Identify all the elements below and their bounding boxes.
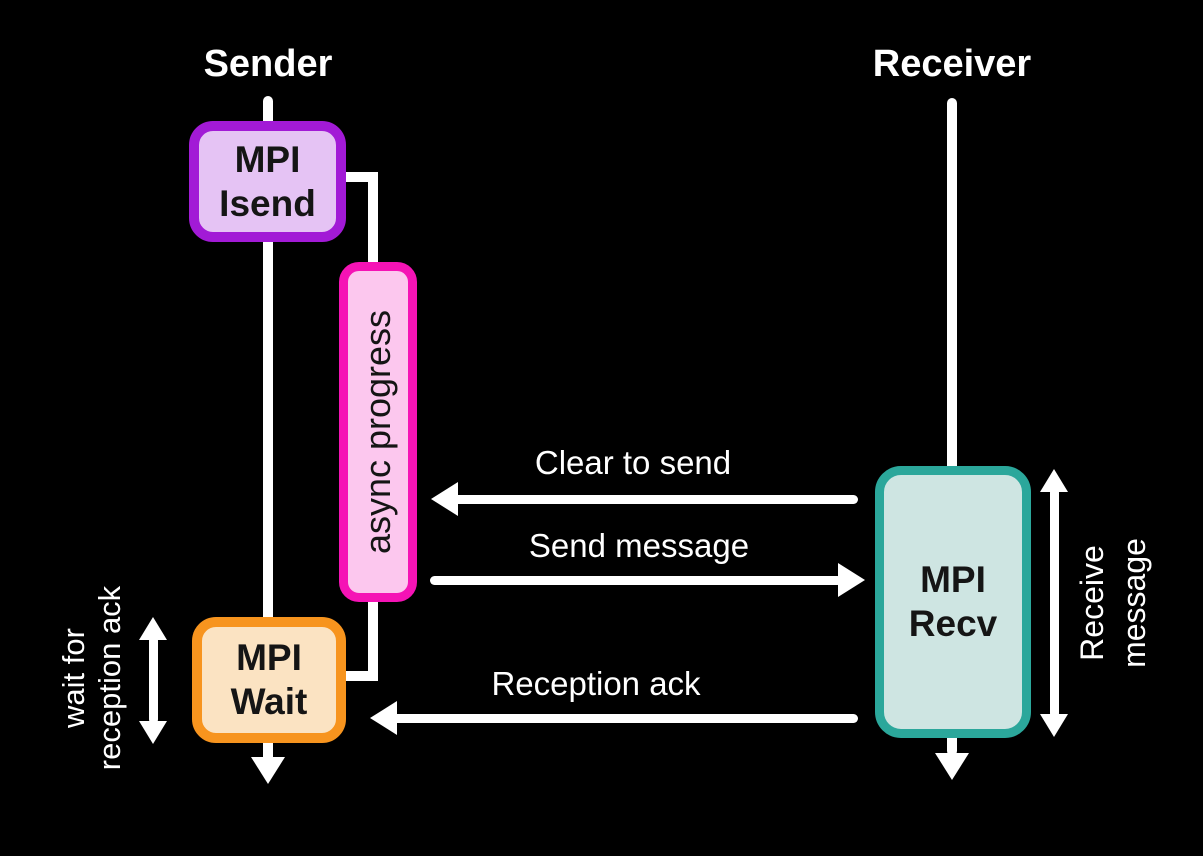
receive-annotation-line2: message [1116, 538, 1152, 668]
receiver-title: Receiver [872, 43, 1032, 85]
wait-annotation-line2: reception ack [92, 585, 127, 771]
clear-to-send-arrowhead-icon [431, 482, 458, 516]
mpi-wait-box: MPI Wait [192, 617, 346, 743]
receive-annotation-line1: Receive [1074, 545, 1110, 661]
sender-title: Sender [203, 43, 333, 85]
wait-duration-arrow-line [149, 636, 158, 724]
receive-duration-arrow-line [1050, 488, 1059, 718]
async-progress-box: async progress [339, 262, 417, 602]
mpi-isend-label-line1: MPI [234, 138, 301, 180]
wait-duration-arrowhead-up-icon [139, 617, 167, 640]
receive-duration-arrowhead-down-icon [1040, 714, 1068, 737]
receiver-lifeline [947, 98, 957, 756]
connector-isend-to-async-vertical [368, 172, 378, 272]
reception-ack-arrow-line [390, 714, 858, 723]
receiver-lifeline-arrowhead-icon [935, 753, 969, 780]
sender-lifeline-arrowhead-icon [251, 757, 285, 784]
wait-duration-arrowhead-down-icon [139, 721, 167, 744]
sender-lifeline [263, 96, 273, 762]
async-progress-label: async progress [357, 309, 399, 555]
send-message-arrow-line [430, 576, 842, 585]
clear-to-send-arrow-line [452, 495, 858, 504]
mpi-wait-label-line2: Wait [230, 681, 308, 722]
mpi-recv-label-line1: MPI [920, 559, 986, 600]
wait-annotation-line1: wait for [56, 628, 91, 728]
send-message-arrowhead-icon [838, 563, 865, 597]
mpi-recv-label: MPI Recv [909, 558, 997, 646]
connector-async-to-wait-vertical [368, 595, 378, 681]
mpi-recv-label-line2: Recv [908, 603, 998, 644]
send-message-label: Send message [528, 527, 750, 564]
receive-duration-arrowhead-up-icon [1040, 469, 1068, 492]
connector-isend-to-async-horizontal [340, 172, 378, 182]
mpi-isend-label-line2: Isend [219, 182, 316, 224]
reception-ack-arrowhead-icon [370, 701, 397, 735]
reception-ack-label: Reception ack [491, 665, 701, 702]
mpi-wait-label: MPI Wait [231, 636, 308, 724]
clear-to-send-label: Clear to send [534, 444, 732, 481]
mpi-isend-label: MPI Isend [219, 138, 316, 226]
connector-async-to-wait-horizontal [340, 671, 378, 681]
mpi-recv-box: MPI Recv [875, 466, 1031, 738]
mpi-isend-box: MPI Isend [189, 121, 346, 242]
mpi-wait-label-line1: MPI [236, 637, 302, 678]
